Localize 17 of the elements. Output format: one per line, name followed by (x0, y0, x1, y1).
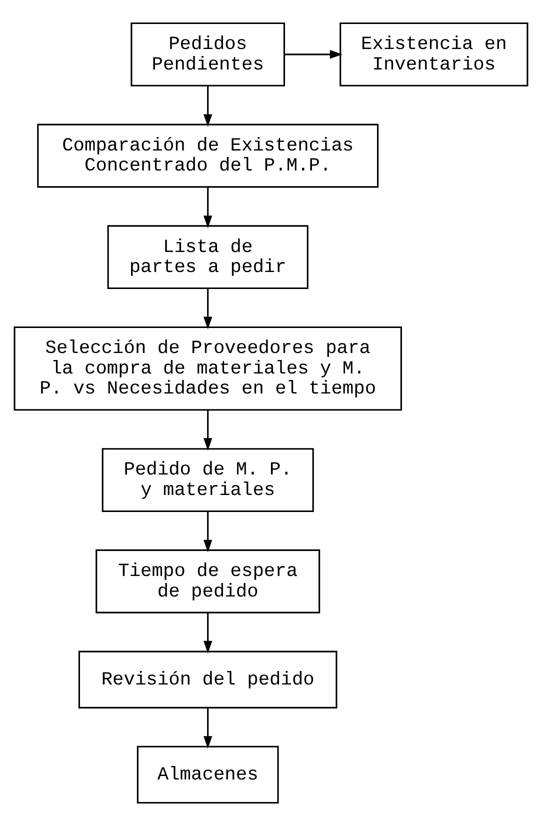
node-box: Revisión del pedido (78, 650, 338, 708)
arrow (203, 187, 212, 228)
arrow (203, 288, 212, 330)
node-box: Comparación de Existencias Concentrado del P.M.P. (37, 124, 379, 188)
arrow (203, 512, 212, 552)
node-box: Almacenes (136, 746, 279, 804)
arrow (203, 86, 212, 127)
node-box: Existencia en Inventarios (340, 22, 528, 86)
arrow (203, 613, 212, 654)
node-box: Lista de partes a pedir (107, 225, 308, 290)
node-box: Tiempo de espera de pedido (96, 549, 320, 614)
node-box: Selección de Proveedores para la compra de materiales y M. P. vs Necesidades en el tiempo (14, 326, 402, 411)
arrow (284, 50, 342, 59)
arrow (203, 708, 212, 749)
node-box: Pedidos Pendientes (130, 22, 286, 86)
arrow (203, 410, 212, 451)
node-box: Pedido de M. P. y materiales (102, 448, 314, 512)
